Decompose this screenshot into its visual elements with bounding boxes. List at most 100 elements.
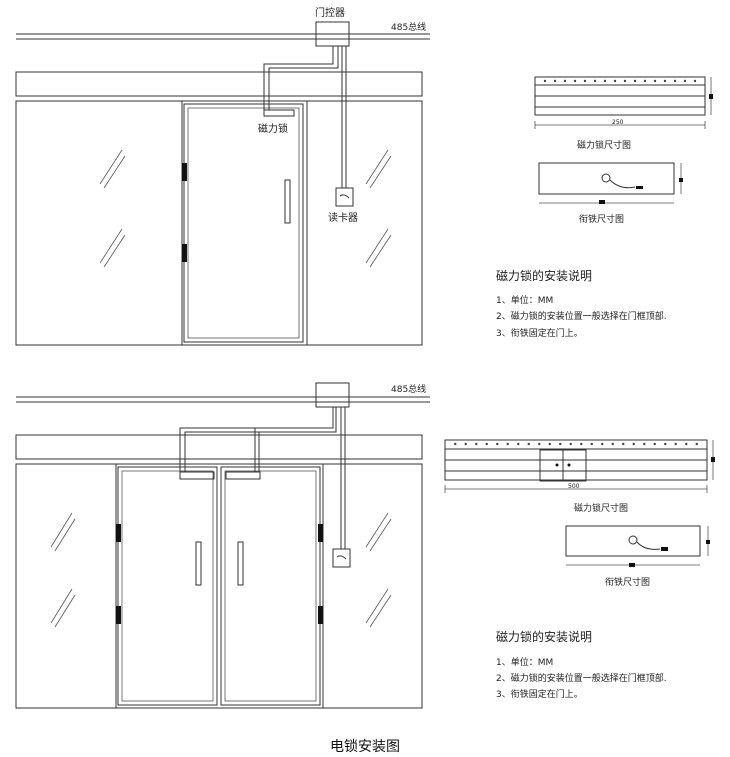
wall-opening [15,463,423,709]
mounting-hole [573,79,577,83]
mounting-hole [601,442,604,446]
mounting-hole [559,442,562,446]
glass-reflection [50,512,392,628]
mounting-hole [664,442,667,446]
notes-title: 磁力锁的安装说明 [496,629,592,644]
left-door-outer [117,466,218,706]
card-reader [332,548,351,568]
plate-dimension-drawing: 衔铁尺寸图 [565,525,710,588]
mounting-hole [695,442,698,446]
single-door-diagram: 485总线 门控器 磁力锁 读卡器 [15,6,713,346]
lock-dim-caption: 磁力锁尺寸图 [574,502,628,514]
mounting-hole [475,442,478,446]
mounting-hole [485,442,488,446]
mounting-hole [603,79,607,83]
left-door-handle [195,541,202,586]
mounting-hole [454,442,457,446]
lock-dim-value: 250 [612,119,624,126]
left-door-inner [121,470,214,702]
door-controller [315,382,350,408]
mounting-hole [643,442,646,446]
door-handle [284,179,291,224]
magnetic-lock-right [225,471,261,480]
mounting-hole [527,442,530,446]
wall-opening [15,100,423,346]
hinge [318,524,323,542]
mounting-hole [517,442,520,446]
mounting-hole [563,79,567,83]
installation-notes: 磁力锁的安装说明 1、单位：MM 2、磁力锁的安装位置一般选择在门框顶部. 3、… [496,629,667,700]
installation-notes: 磁力锁的安装说明 1、单位：MM 2、磁力锁的安装位置一般选择在门框顶部. 3、… [496,268,667,339]
mounting-hole [653,79,657,83]
hinge [318,606,323,624]
bus-label: 485总线 [391,383,426,395]
door-frame-header [15,434,423,460]
mounting-hole [693,79,697,83]
mounting-hole [633,79,637,83]
bus-line [16,33,430,40]
door-outer [183,103,304,343]
lock-dimension-drawing: 500 磁力锁尺寸图 [444,439,715,514]
hinge [116,524,121,542]
note-line: 3、衔铁固定在门上。 [496,688,583,700]
reader-label: 读卡器 [328,211,358,224]
mounting-hole [653,442,656,446]
mounting-hole [611,442,614,446]
plate-dimension-drawing: 衔铁尺寸图 [538,162,683,225]
card-reader [335,187,354,207]
mounting-hole [464,442,467,446]
plate-caption: 衔铁尺寸图 [605,576,650,588]
lock-dim-value: 500 [568,483,580,490]
bus-label: 485总线 [391,21,426,33]
note-line: 1、单位：MM [496,656,553,668]
note-line: 2、磁力锁的安装位置一般选择在门框顶部. [496,672,667,684]
plate-caption: 衔铁尺寸图 [579,213,624,225]
right-door-handle [237,541,244,586]
lock-dim-caption: 磁力锁尺寸图 [577,139,631,151]
door-frame-header [15,71,423,97]
mounting-hole [569,442,572,446]
mounting-hole [506,442,509,446]
wiring [263,46,347,188]
double-door-diagram: 485总线 [15,382,715,709]
lock-label: 磁力锁 [258,122,288,135]
right-door-outer [220,466,321,706]
mounting-hole [663,79,667,83]
mounting-hole [622,442,625,446]
mounting-hole [590,442,593,446]
notes-title: 磁力锁的安装说明 [496,268,592,283]
mounting-hole [583,79,587,83]
hinge [182,244,187,262]
note-line: 3、衔铁固定在门上。 [496,327,583,339]
lock-dimension-drawing: 250 磁力锁尺寸图 [534,76,713,151]
mounting-hole [538,442,541,446]
door-inner [187,107,300,339]
mounting-hole [674,442,677,446]
wiring [179,407,346,549]
mounting-hole [553,79,557,83]
mounting-hole [683,79,687,83]
mounting-hole [673,79,677,83]
note-line: 2、磁力锁的安装位置一般选择在门框顶部. [496,310,667,322]
mounting-hole [623,79,627,83]
mounting-hole [543,79,547,83]
hinge [116,606,121,624]
magnetic-lock [263,109,295,117]
mounting-hole [580,442,583,446]
figure-caption: 电锁安装图 [330,739,400,755]
glass-reflection [99,149,392,268]
mounting-hole [643,79,647,83]
mounting-hole [613,79,617,83]
hinge [182,163,187,181]
mounting-hole [496,442,499,446]
note-line: 1、单位：MM [496,294,553,306]
bus-line [16,396,430,403]
mounting-hole [593,79,597,83]
mounting-hole [632,442,635,446]
mounting-hole [685,442,688,446]
controller-label: 门控器 [315,6,345,19]
magnetic-lock-left [179,471,215,480]
right-door-inner [224,470,317,702]
mounting-hole [548,442,551,446]
